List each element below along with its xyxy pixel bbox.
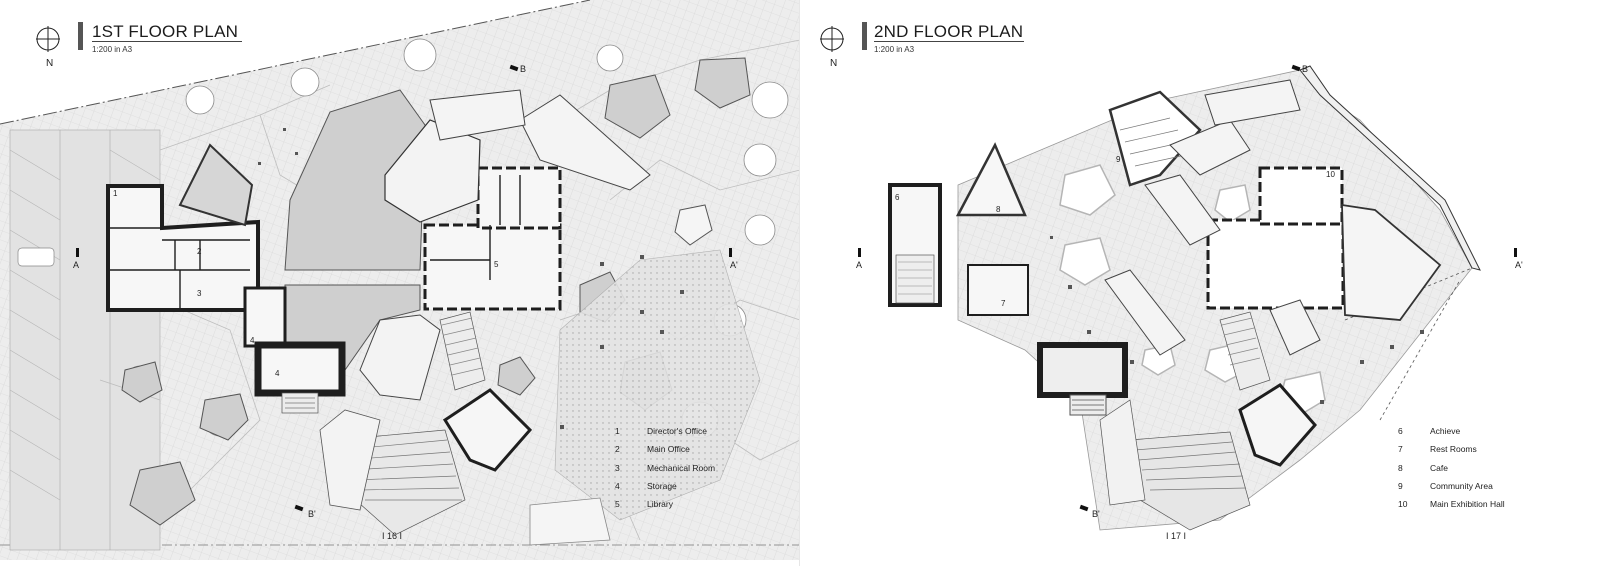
section-markers — [858, 64, 1517, 512]
legend-number: 9 — [1398, 481, 1403, 492]
room-tag-3: 3 — [197, 289, 202, 298]
legend-row: 5 Library — [615, 495, 715, 513]
plan-scale: 1:200 in A3 — [92, 45, 133, 54]
legend-number: 2 — [615, 444, 620, 455]
north-arrow: N — [36, 26, 64, 70]
legend-label: Mechanical Room — [647, 462, 716, 473]
room-legend: 6 Achieve 7 Rest Rooms 8 Cafe 9 Community Ar… — [1398, 422, 1505, 513]
building-floor — [106, 89, 651, 397]
legend-label: Achieve — [1430, 426, 1461, 437]
north-arrow: N — [820, 26, 848, 70]
section-b-prime-label: B' — [1092, 509, 1100, 519]
page-number: I 16 I — [382, 531, 403, 541]
room-tag-9: 9 — [1116, 155, 1121, 164]
room-tag-8: 8 — [996, 205, 1001, 214]
north-label: N — [830, 58, 838, 69]
section-a-prime-label: A' — [1515, 260, 1523, 270]
stair-amphitheatre — [1099, 311, 1317, 531]
legend-number: 8 — [1398, 462, 1403, 473]
title-accent-bar — [862, 22, 867, 50]
plan-title: 1ST FLOOR PLAN — [92, 22, 239, 41]
legend-row: 8 Cafe — [1398, 459, 1505, 477]
legend-number: 6 — [1398, 426, 1403, 437]
north-arrow-icon — [820, 26, 844, 52]
room-tag-10: 10 — [1326, 170, 1335, 179]
sheet-divider — [799, 0, 800, 566]
legend-number: 10 — [1398, 499, 1408, 510]
columns — [258, 128, 684, 429]
legend-number: 7 — [1398, 444, 1403, 455]
north-label: N — [46, 58, 54, 69]
legend-label: Storage — [647, 481, 677, 492]
room-tag-2: 2 — [197, 247, 202, 256]
legend-number: 5 — [615, 499, 620, 510]
legend-number: 1 — [615, 426, 620, 437]
legend-label: Community Area — [1430, 481, 1493, 492]
room-tags: 1 2 3 4 4 5 — [113, 189, 499, 378]
legend-label: Library — [647, 499, 673, 510]
legend-label: Main Exhibition Hall — [1430, 499, 1505, 510]
room-tag-4a: 4 — [250, 336, 255, 345]
second-floor-plan-drawing: 6 7 8 9 10 — [858, 64, 1517, 531]
title-underline — [874, 41, 1024, 42]
section-markers — [76, 64, 732, 512]
plan-scale: 1:200 in A3 — [874, 45, 915, 54]
columns — [1050, 236, 1424, 404]
room-tag-4b: 4 — [275, 369, 280, 378]
section-a-label: A — [856, 260, 863, 270]
room-legend: 1 Director's Office 2 Main Office 3 Mechani… — [615, 422, 715, 513]
site-boundary-line — [0, 0, 591, 125]
legend-row: 9 Community Area — [1398, 477, 1505, 495]
title-underline — [92, 41, 242, 42]
legend-row: 2 Main Office — [615, 440, 715, 458]
bridges — [1104, 79, 1321, 356]
stair-amphitheatre — [281, 311, 533, 536]
atrium-void — [284, 89, 426, 271]
room-tags: 6 7 8 9 10 — [895, 155, 1335, 308]
first-floor-plan-drawing: 1 2 3 4 4 5 — [0, 0, 800, 560]
section-b-prime-label: B' — [308, 509, 316, 519]
legend-label: Cafe — [1430, 462, 1448, 473]
legend-row: 1 Director's Office — [615, 422, 715, 440]
legend-label: Rest Rooms — [1430, 444, 1477, 455]
room-tag-5: 5 — [494, 260, 499, 269]
interior-walls — [108, 175, 521, 310]
legend-row: 7 Rest Rooms — [1398, 440, 1505, 458]
room-tag-6: 6 — [895, 193, 900, 202]
section-a-label: A — [73, 260, 80, 270]
north-arrow-icon — [36, 26, 60, 52]
room-tag-7: 7 — [1001, 299, 1006, 308]
page-number: I 17 I — [1166, 531, 1187, 541]
legend-row: 10 Main Exhibition Hall — [1398, 495, 1505, 513]
legend-row: 3 Mechanical Room — [615, 459, 715, 477]
building-rooms — [888, 90, 1442, 416]
legend-row: 4 Storage — [615, 477, 715, 495]
section-a-prime-label: A' — [730, 260, 738, 270]
legend-label: Main Office — [647, 444, 690, 455]
first-floor-plan-sheet: 1 2 3 4 4 5 1ST FLOOR PLAN 1:200 in A3 N… — [0, 0, 800, 560]
second-floor-plan-sheet: 6 7 8 9 10 2ND FLOOR PLAN 1:200 in A3 N … — [800, 0, 1600, 566]
legend-label: Director's Office — [647, 426, 708, 437]
room-tag-1: 1 — [113, 189, 118, 198]
legend-number: 4 — [615, 481, 620, 492]
section-b-label: B — [520, 64, 527, 74]
plan-title: 2ND FLOOR PLAN — [874, 22, 1024, 41]
legend-number: 3 — [615, 462, 620, 473]
legend-row: 6 Achieve — [1398, 422, 1505, 440]
title-accent-bar — [78, 22, 83, 50]
section-b-label: B — [1302, 64, 1309, 74]
